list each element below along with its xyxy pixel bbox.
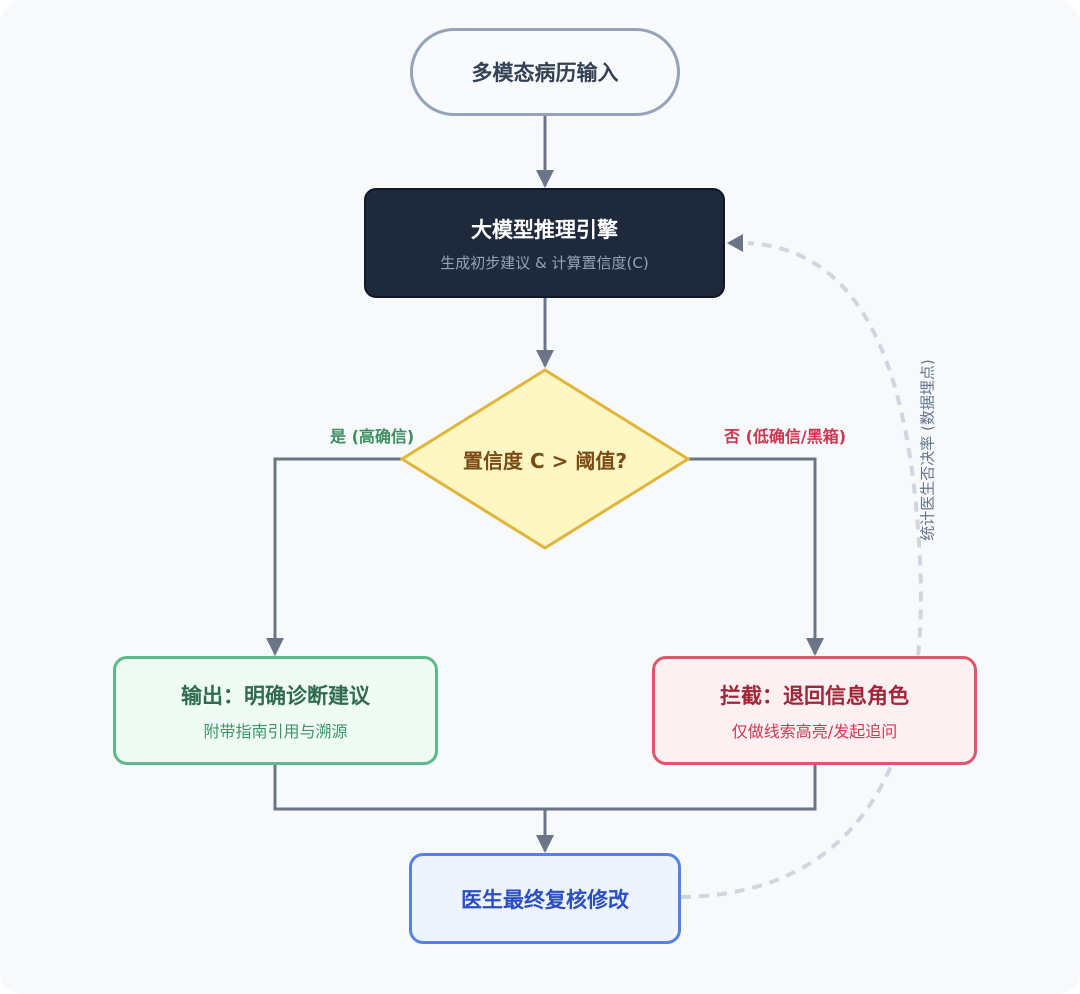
node-engine-title: 大模型推理引擎 bbox=[471, 217, 618, 242]
node-doctor-review[interactable]: 医生最终复核修改 bbox=[409, 853, 681, 944]
node-input-title: 多模态病历输入 bbox=[471, 61, 619, 85]
edge-decision-to-no bbox=[688, 457, 824, 656]
edge-label-yes: 是 (高确信) bbox=[330, 427, 415, 446]
node-no-title: 拦截：退回信息角色 bbox=[720, 683, 909, 708]
node-yes-title: 输出：明确诊断建议 bbox=[181, 683, 370, 708]
edge-yes-to-merge bbox=[273, 765, 817, 811]
node-confidence-decision[interactable]: 置信度 C > 阈值? bbox=[400, 368, 690, 550]
node-review-title: 医生最终复核修改 bbox=[461, 887, 629, 912]
node-llm-engine[interactable]: 大模型推理引擎 生成初步建议 & 计算置信度(C) bbox=[364, 188, 725, 298]
edge-decision-to-yes bbox=[266, 457, 402, 656]
node-decision-title: 置信度 C > 阈值? bbox=[463, 448, 627, 473]
decision-diamond-shape bbox=[400, 368, 690, 550]
edge-label-feedback: 统计医生否决率 (数据埋点) bbox=[918, 359, 937, 541]
edge-label-no: 否 (低确信/黑箱) bbox=[724, 427, 847, 446]
node-output-diagnosis[interactable]: 输出：明确诊断建议 附带指南引用与溯源 bbox=[113, 656, 438, 765]
feedback-arrowhead bbox=[727, 234, 743, 252]
node-yes-subtitle: 附带指南引用与溯源 bbox=[203, 721, 348, 741]
node-intercept[interactable]: 拦截：退回信息角色 仅做线索高亮/发起追问 bbox=[652, 656, 977, 765]
node-engine-subtitle: 生成初步建议 & 计算置信度(C) bbox=[440, 253, 649, 272]
node-multimodal-input[interactable]: 多模态病历输入 bbox=[410, 28, 680, 116]
edge-feedback-loop bbox=[680, 241, 923, 899]
node-no-subtitle: 仅做线索高亮/发起追问 bbox=[731, 721, 898, 741]
